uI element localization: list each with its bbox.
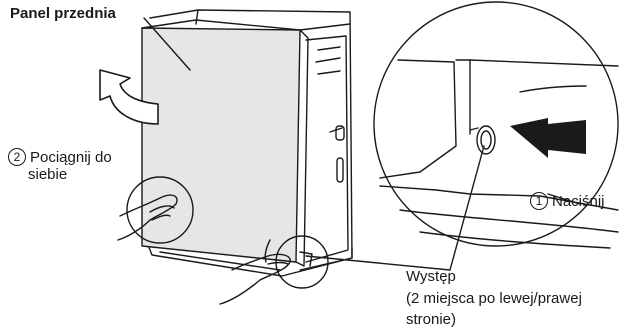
tab-label-line2: (2 miejsca po lewej/prawej [406,290,582,308]
step1-number: 1 [530,192,548,210]
step2-line2: siebie [28,166,67,184]
tab-label-line1: Występ [406,268,456,286]
front-panel [142,20,308,266]
step1-text: Naciśnij [552,193,605,210]
step2-line1: Pociągnij do [30,149,112,166]
tab-label-line3: stronie) [406,311,456,329]
step2-number: 2 [8,148,26,166]
front-panel-label: Panel przednia [10,5,116,23]
